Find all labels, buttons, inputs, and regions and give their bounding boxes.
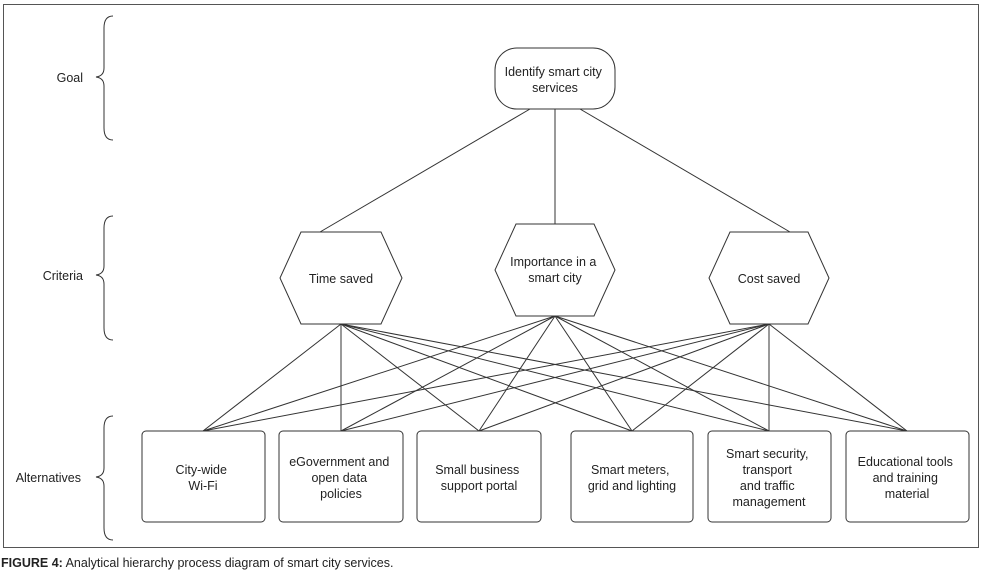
alternative-line: and traffic <box>740 479 795 493</box>
goal-node-text: Identify smart city services <box>505 65 606 95</box>
connector-criterion-0-alternative-0 <box>202 323 342 432</box>
alternative-line: Smart security, <box>726 447 808 461</box>
alternative-educational-tools: Educational tools and training material <box>845 430 970 523</box>
connector-criterion-1-alternative-1 <box>340 315 556 432</box>
criterion-line: Time saved <box>309 272 373 286</box>
criterion-time-saved: Time saved <box>279 231 403 325</box>
connector-criterion-1-alternative-2 <box>478 315 556 432</box>
alternative-line: policies <box>320 487 362 501</box>
connector-criterion-2-alternative-0 <box>202 323 770 432</box>
criterion-text: Time saved <box>309 272 373 286</box>
criterion-line: smart city <box>528 271 582 285</box>
alternative-box <box>707 430 832 523</box>
connector-goal-cost <box>579 108 791 233</box>
alternative-box <box>416 430 542 523</box>
alternative-line: grid and lighting <box>588 479 676 493</box>
caption-label: FIGURE 4: <box>1 556 63 570</box>
alternative-line: transport <box>743 463 793 477</box>
alternative-line: support portal <box>441 479 517 493</box>
criterion-shape <box>279 231 403 325</box>
alternative-line: material <box>885 487 929 501</box>
alternative-line: Smart meters, <box>591 463 670 477</box>
criterion-shape <box>708 231 830 325</box>
level-label-goal: Goal <box>57 71 83 85</box>
criterion-line: Importance in a <box>510 255 596 269</box>
alternative-box <box>278 430 404 523</box>
alternative-smart-security: Smart security, transport and traffic ma… <box>707 430 832 523</box>
alternative-small-business-portal: Small business support portal <box>416 430 542 523</box>
connector-criterion-1-alternative-3 <box>554 315 633 432</box>
alternative-line: Wi-Fi <box>188 479 217 493</box>
alternative-line: open data <box>311 471 367 485</box>
goal-line: Identify smart city <box>505 65 603 79</box>
connector-criterion-2-alternative-5 <box>768 323 908 432</box>
goal-line: services <box>532 81 578 95</box>
alternative-text: City-wide Wi-Fi <box>176 463 231 493</box>
alternative-box <box>570 430 694 523</box>
alternative-smart-meters: Smart meters, grid and lighting <box>570 430 694 523</box>
alternative-line: Small business <box>435 463 519 477</box>
figure-caption: FIGURE 4: Analytical hierarchy process d… <box>1 556 393 570</box>
alternative-text: Smart security, transport and traffic ma… <box>726 447 812 509</box>
alternative-egovernment: eGovernment and open data policies <box>278 430 404 523</box>
alternatives-brace <box>95 415 114 541</box>
alternative-line: City-wide <box>176 463 227 477</box>
connector-criterion-1-alternative-5 <box>554 315 908 432</box>
connector-criterion-1-alternative-4 <box>554 315 770 432</box>
criterion-importance: Importance in a smart city <box>494 223 616 317</box>
figure-border <box>3 4 979 548</box>
alternative-line: management <box>733 495 806 509</box>
alternative-line: and training <box>873 471 938 485</box>
goal-node: Identify smart city services <box>494 47 616 110</box>
connector-criterion-1-alternative-0 <box>202 315 556 432</box>
alternative-text: Smart meters, grid and lighting <box>588 463 676 493</box>
criterion-text: Importance in a smart city <box>510 255 600 285</box>
level-label-criteria: Criteria <box>43 269 83 283</box>
alternative-line: eGovernment and <box>289 455 389 469</box>
connector-criterion-2-alternative-1 <box>340 323 770 432</box>
criterion-shape <box>494 223 616 317</box>
criterion-cost-saved: Cost saved <box>708 231 830 325</box>
caption-text: Analytical hierarchy process diagram of … <box>62 556 394 570</box>
alternative-box <box>141 430 266 523</box>
criterion-text: Cost saved <box>738 272 801 286</box>
goal-brace <box>95 15 114 141</box>
connector-goal-time <box>319 108 531 233</box>
connector-criterion-2-alternative-3 <box>631 323 770 432</box>
goal-node-shape <box>494 47 616 110</box>
alternative-text: Small business support portal <box>435 463 523 493</box>
criterion-line: Cost saved <box>738 272 801 286</box>
connector-criterion-2-alternative-2 <box>478 323 770 432</box>
ahp-diagram: Goal Criteria Alternatives Identify smar… <box>3 4 979 548</box>
alternative-text: Educational tools and training material <box>858 455 957 501</box>
criteria-alternative-connectors <box>202 315 908 432</box>
alternative-box <box>845 430 970 523</box>
goal-criteria-connectors <box>319 108 791 233</box>
alternative-line: Educational tools <box>858 455 953 469</box>
connector-criterion-0-alternative-2 <box>340 323 480 432</box>
level-label-alternatives: Alternatives <box>16 471 81 485</box>
criteria-brace <box>95 215 114 341</box>
alternative-city-wide-wifi: City-wide Wi-Fi <box>141 430 266 523</box>
alternative-text: eGovernment and open data policies <box>289 455 393 501</box>
